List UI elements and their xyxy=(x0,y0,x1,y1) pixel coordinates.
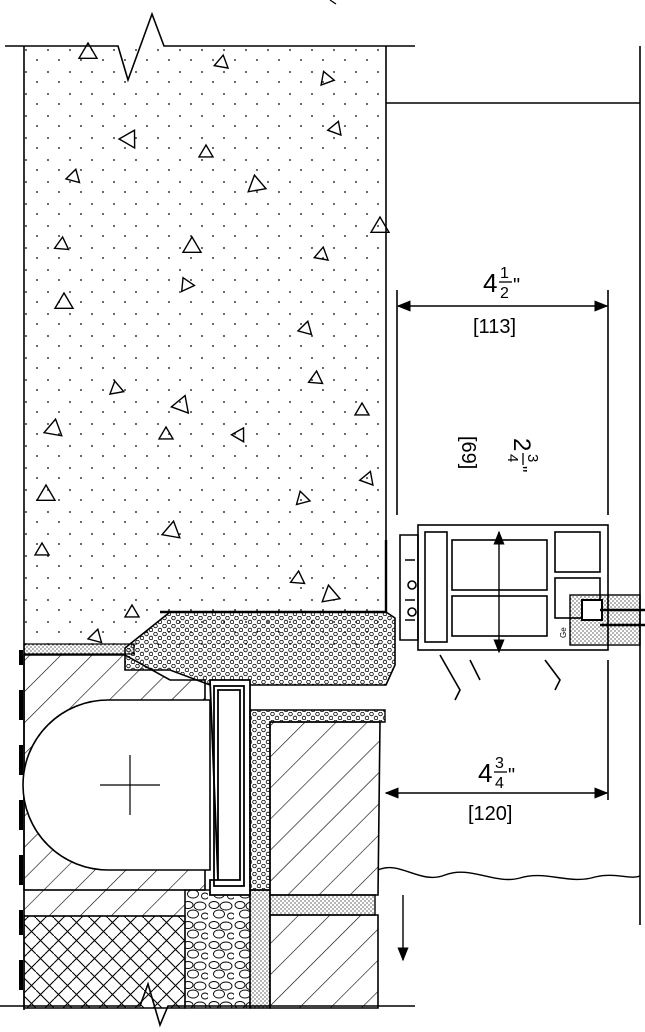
aggregate-triangle xyxy=(180,276,196,293)
glazing-unit: Ge xyxy=(559,594,645,646)
aggregate-triangle xyxy=(181,235,203,253)
reference-lines xyxy=(386,46,641,925)
aggregate-triangle xyxy=(230,426,245,443)
dimension-frame-depth: 2 3 4 " [69] xyxy=(457,436,541,654)
dim-sill-num: 3 xyxy=(495,755,504,772)
dim-head-metric: [113] xyxy=(473,316,516,338)
aggregate-triangle xyxy=(77,41,99,59)
dim-head-whole: 4 xyxy=(483,268,497,298)
aggregate-triangle xyxy=(289,569,306,585)
masonry-hatched-block xyxy=(22,654,211,891)
ground-break-line xyxy=(377,866,641,881)
dim-sill-den: 4 xyxy=(495,775,504,792)
aggregate-triangle xyxy=(157,425,175,440)
aggregate-triangle xyxy=(64,167,81,184)
dim-head-unit: " xyxy=(513,275,520,297)
aggregate-triangle xyxy=(369,215,391,233)
dim-head-num: 1 xyxy=(500,265,509,282)
aggregate-triangle xyxy=(86,627,103,644)
aggregate-triangle xyxy=(295,489,312,506)
dim-sill-whole: 4 xyxy=(478,758,492,788)
concrete-aggregate xyxy=(33,41,391,644)
aggregate-triangle xyxy=(108,379,126,395)
dim-depth-den: 4 xyxy=(504,454,521,462)
bottom-break-line xyxy=(0,981,415,1028)
window-frame-profile xyxy=(399,524,609,701)
dim-depth-unit: " xyxy=(510,466,530,472)
aggregate-triangle xyxy=(160,519,181,539)
aggregate-triangle xyxy=(358,470,374,487)
dim-depth-whole: 2 xyxy=(508,438,535,451)
aggregate-triangle xyxy=(321,583,342,603)
cavity-foam-strip xyxy=(249,709,386,1009)
aggregate-triangle xyxy=(53,291,75,309)
aggregate-triangle xyxy=(42,417,63,437)
dim-depth-metric: [69] xyxy=(457,436,479,469)
ground-crosshatch xyxy=(23,889,186,1009)
aggregate-triangle xyxy=(53,235,70,251)
dimension-head-width: 4 1 2 " [113] xyxy=(396,265,609,338)
steel-channel xyxy=(209,679,251,896)
aggregate-triangle xyxy=(326,120,342,137)
gravel-fill xyxy=(184,889,251,1009)
aggregate-triangle xyxy=(197,143,215,158)
aggregate-triangle xyxy=(212,53,230,69)
aggregate-triangle xyxy=(353,401,371,416)
dim-sill-metric: [120] xyxy=(468,803,512,825)
aggregate-triangle xyxy=(117,129,136,150)
dimension-sill-width: 4 3 4 " [120] xyxy=(384,755,609,825)
brick-veneer xyxy=(269,721,381,1009)
aggregate-triangle xyxy=(312,245,330,261)
dim-sill-unit: " xyxy=(508,765,515,787)
dim-depth-num: 3 xyxy=(524,454,541,462)
aggregate-triangle xyxy=(169,394,190,415)
aggregate-triangle xyxy=(320,70,336,87)
gasket-tag: Ge xyxy=(559,627,568,638)
aggregate-triangle xyxy=(33,541,51,556)
aggregate-triangle xyxy=(123,603,141,618)
aggregate-triangle xyxy=(307,369,324,385)
aggregate-triangle xyxy=(35,483,57,501)
dim-head-den: 2 xyxy=(500,285,509,302)
aggregate-triangle xyxy=(247,173,268,193)
aggregate-triangle xyxy=(296,319,313,336)
